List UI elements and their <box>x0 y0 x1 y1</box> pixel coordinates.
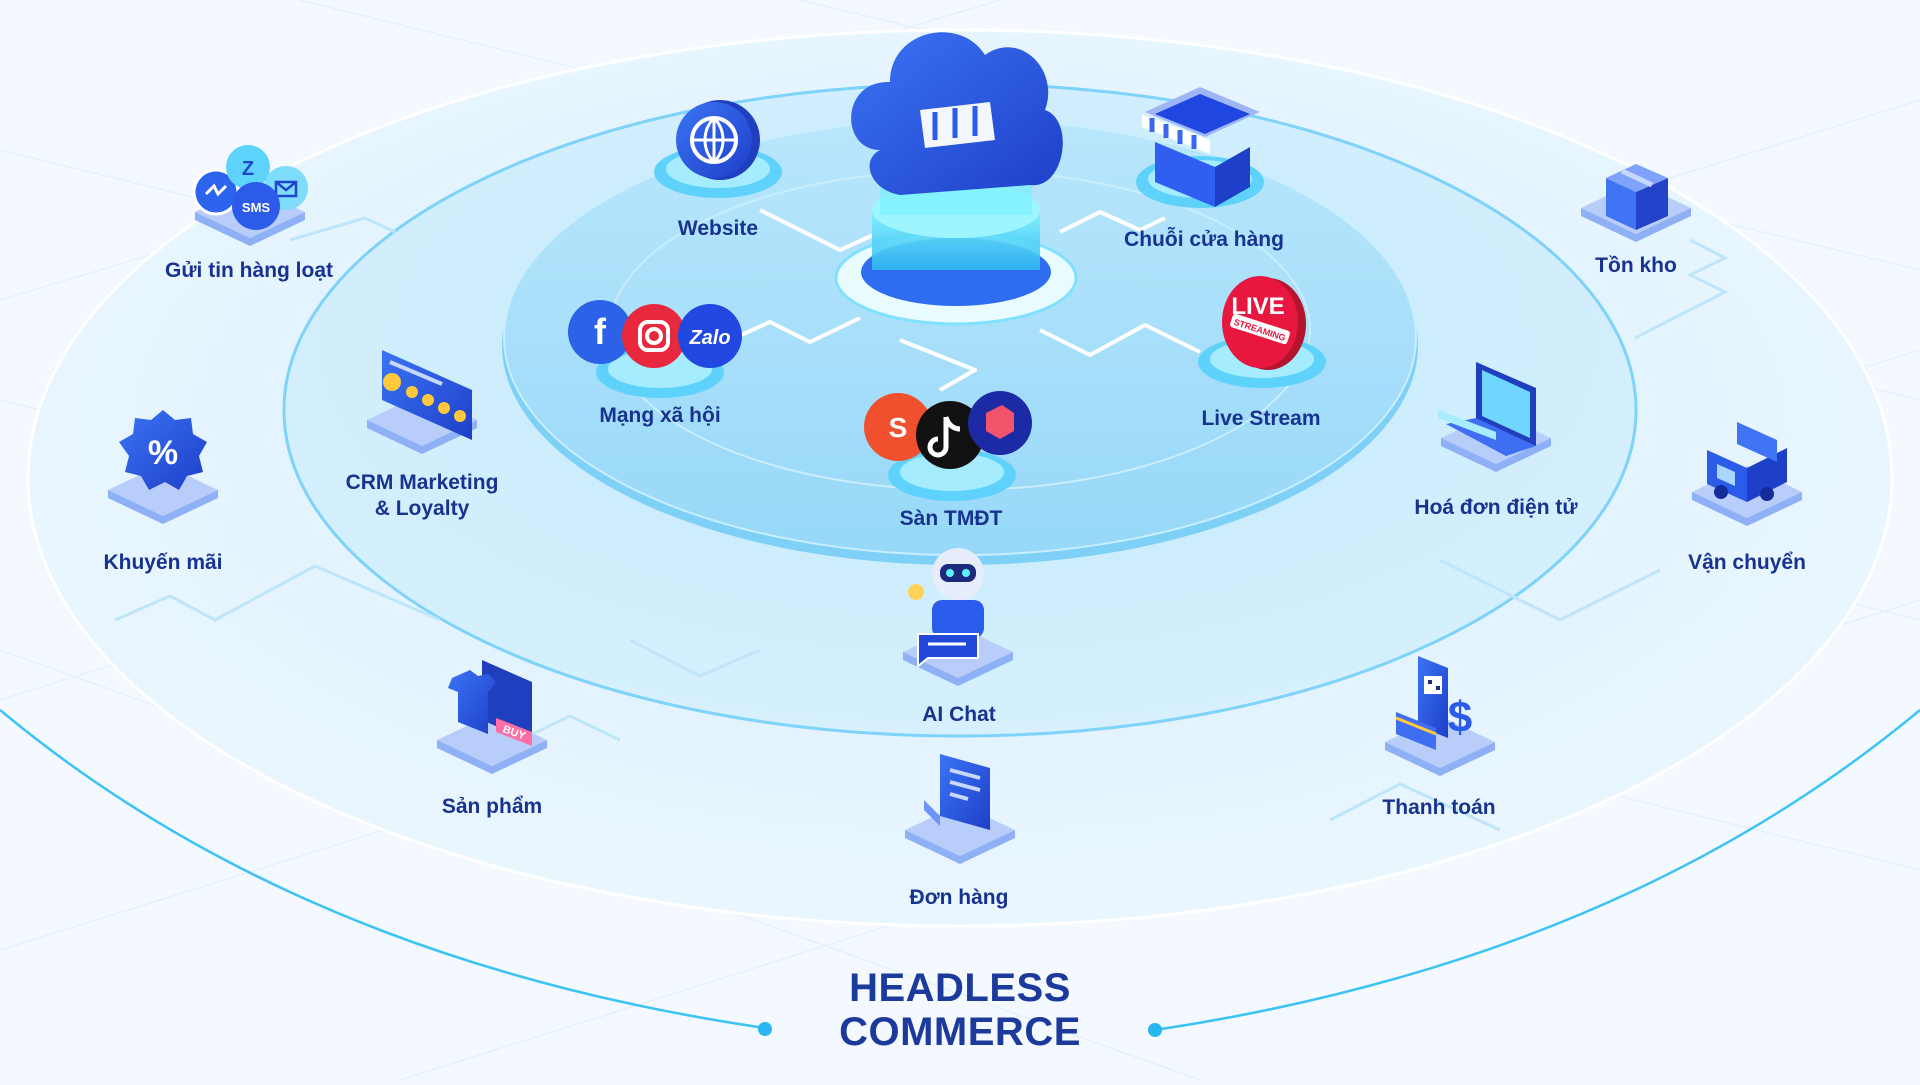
store-chain-icon <box>1136 87 1264 208</box>
label-payment: Thanh toán <box>1382 796 1496 819</box>
central-cloud-hub-icon <box>834 32 1078 326</box>
label-order: Đơn hàng <box>909 886 1009 909</box>
label-ai-chat: AI Chat <box>922 703 996 726</box>
crm-loyalty-card-icon <box>367 350 477 454</box>
left-bottom-arc <box>0 709 766 1030</box>
shipping-truck-icon <box>1692 422 1802 526</box>
label-product: Sản phẩm <box>441 795 543 818</box>
shopee-icon: S <box>864 393 932 461</box>
svg-text:Z: Z <box>242 158 254 180</box>
lazada-icon <box>968 391 1032 455</box>
label-social: Mạng xã hội <box>599 404 721 427</box>
order-receipt-icon <box>905 754 1015 864</box>
label-shipping: Vận chuyển <box>1688 551 1806 574</box>
connector-lines <box>729 208 1201 392</box>
rating-stars-icon <box>383 373 466 422</box>
payment-phone-card-icon: $ <box>1385 656 1495 776</box>
right-arc-dot <box>1148 1023 1162 1037</box>
tiktok-icon <box>916 401 984 469</box>
label-inventory: Tồn kho <box>1595 254 1677 277</box>
label-crm: CRM Marketing & Loyalty <box>346 470 499 522</box>
live-streaming-icon: LIVE STREAMING <box>1198 276 1326 388</box>
headless-commerce-title: HEADLESS COMMERCE <box>839 966 1081 1054</box>
left-arc-dot <box>758 1022 772 1036</box>
svg-text:Zalo: Zalo <box>688 327 730 349</box>
product-shirt-icon: BUY <box>437 660 547 774</box>
instagram-icon <box>622 304 686 368</box>
social-media-icons: f Zalo <box>568 300 742 398</box>
svg-text:%: % <box>148 434 178 472</box>
e-invoice-laptop-icon <box>1438 362 1551 472</box>
title-line2: COMMERCE <box>839 1010 1081 1054</box>
label-store-chain: Chuỗi cửa hàng <box>1124 228 1284 251</box>
inventory-box-icon <box>1581 164 1691 242</box>
title-line1: HEADLESS <box>849 966 1071 1010</box>
marketplace-icons: S <box>864 391 1032 501</box>
right-bottom-arc <box>1154 709 1920 1032</box>
facebook-icon: f <box>568 300 632 364</box>
label-bulk-messaging: Gửi tin hàng loạt <box>164 259 334 282</box>
label-livestream: Live Stream <box>1201 407 1321 430</box>
label-crm-line2: & Loyalty <box>374 497 470 520</box>
promotion-badge-icon: % <box>108 410 218 524</box>
svg-text:$: $ <box>1448 693 1472 742</box>
svg-text:f: f <box>594 311 607 352</box>
outer-connector-lines <box>114 216 1729 832</box>
svg-text:S: S <box>889 412 908 443</box>
label-marketplace: Sàn TMĐT <box>899 507 1003 530</box>
label-promotion: Khuyến mãi <box>103 551 223 574</box>
label-crm-line1: CRM Marketing <box>345 471 499 494</box>
label-website: Website <box>677 217 759 240</box>
ai-chat-robot-icon <box>903 548 1013 686</box>
website-globe-icon <box>654 100 782 198</box>
bulk-messaging-icon: Z SMS <box>192 145 308 246</box>
svg-text:SMS: SMS <box>242 200 271 215</box>
label-einvoice: Hoá đơn điện tử <box>1414 496 1578 519</box>
zalo-icon: Zalo <box>678 304 742 368</box>
